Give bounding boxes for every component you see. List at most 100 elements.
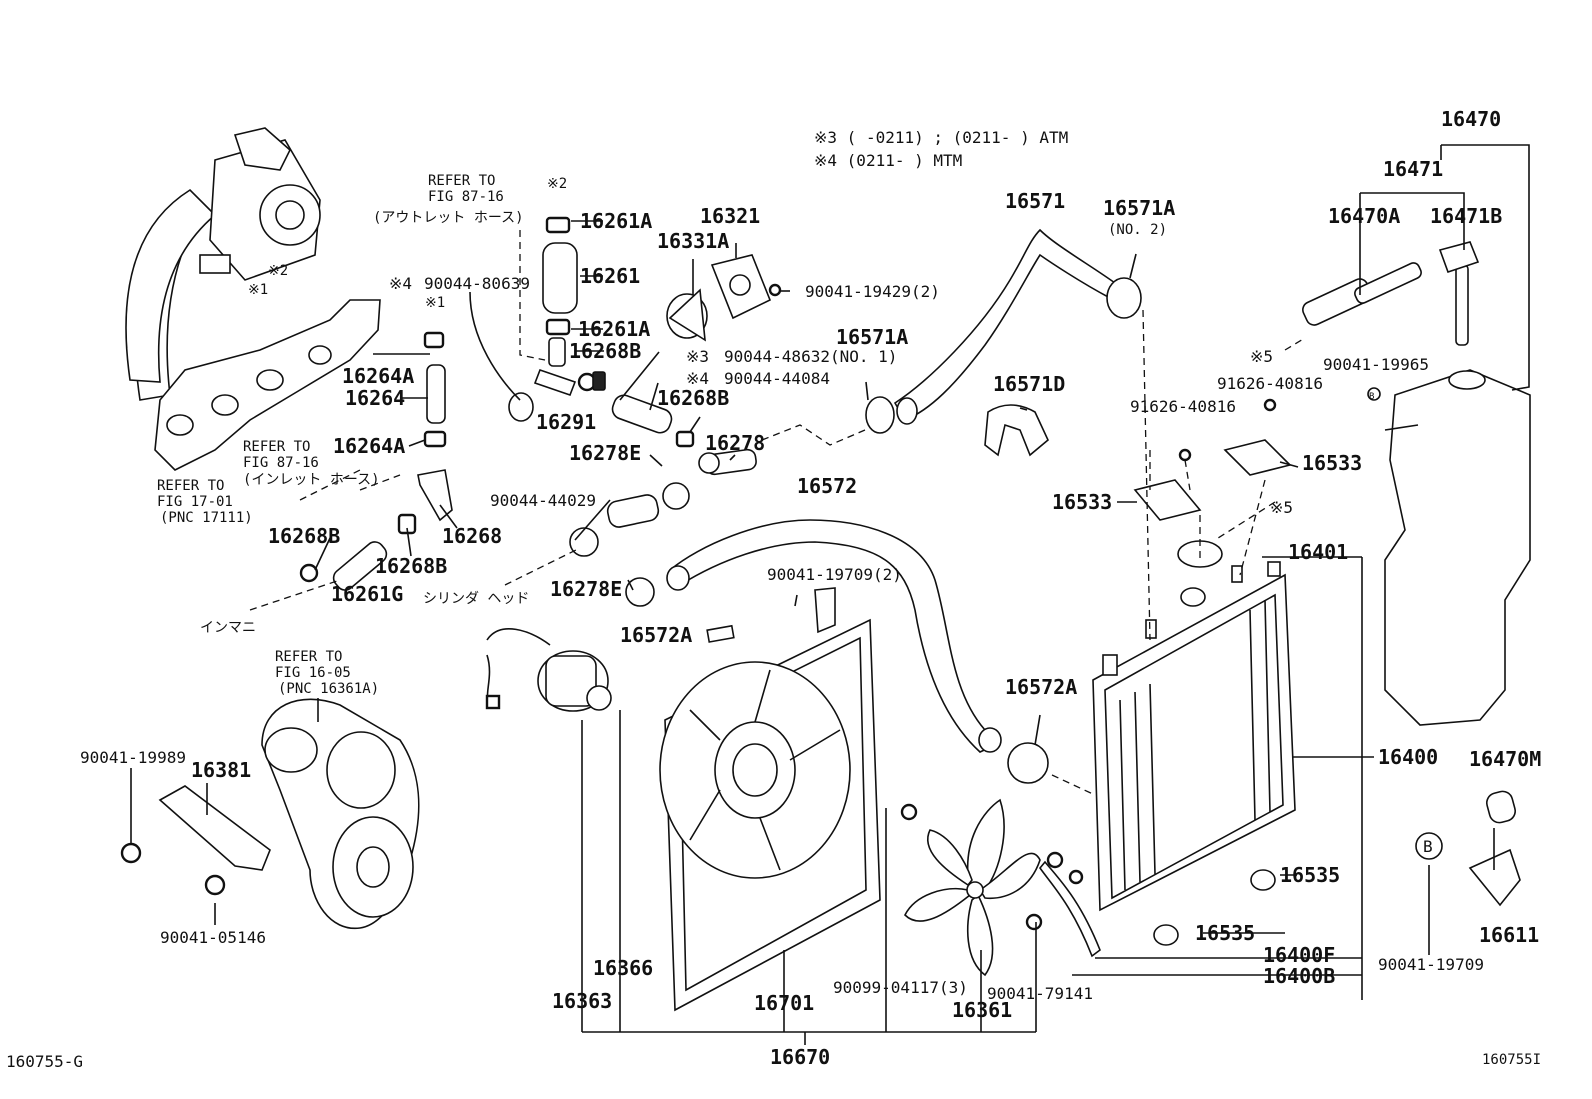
label-90041-79141: 90041-79141 <box>987 984 1093 1003</box>
label-90044-80639: 90044-80639 <box>424 274 530 293</box>
label-16261A-1: 16261A <box>580 209 652 233</box>
label-16363: 16363 <box>552 989 612 1013</box>
word-cylinder-head: シリンダ ヘッド <box>423 591 529 607</box>
label-16278E-2: 16278E <box>550 577 622 601</box>
label-16533-a: 16533 <box>1302 451 1362 475</box>
label-90099-04117: 90099-04117(3) <box>833 978 968 997</box>
ref-4-line-c: (PNC 16361A) <box>278 681 379 697</box>
note-4: ※4 (0211- ) MTM <box>814 151 962 170</box>
notes-and-references: ※3 ( -0211) ; (0211- ) ATM ※4 (0211- ) M… <box>6 128 1541 1071</box>
label-90041-19709: 90041-19709 <box>1378 955 1484 974</box>
ref-3-line-a: REFER TO <box>157 478 224 494</box>
label-16571: 16571 <box>1005 189 1065 213</box>
note-3: ※3 ( -0211) ; (0211- ) ATM <box>814 128 1068 147</box>
label-90041-19709-2: 90041-19709(2) <box>767 565 902 584</box>
mark-s2a: ※2 <box>268 263 288 279</box>
label-16331A: 16331A <box>657 229 729 253</box>
label-16264A-1: 16264A <box>342 364 414 388</box>
ref-2-line-b: FIG 87-16 <box>243 455 319 471</box>
leader-lines <box>130 144 1530 1045</box>
label-16701: 16701 <box>754 991 814 1015</box>
label-16268B-2: 16268B <box>657 386 729 410</box>
label-16261G: 16261G <box>331 582 403 606</box>
reservoir-tank-drawing <box>1302 241 1531 907</box>
mark-small-b: B <box>1369 392 1374 402</box>
label-16268B-1: 16268B <box>569 339 641 363</box>
label-90044-48632: 90044-48632(NO. 1) <box>724 347 897 366</box>
label-16572A-2: 16572A <box>1005 675 1077 699</box>
label-16264A-2: 16264A <box>333 434 405 458</box>
belt-pulley-assembly <box>120 698 420 929</box>
label-91626-40816-a: 91626-40816 <box>1217 374 1323 393</box>
label-16571A-mid: 16571A <box>836 325 908 349</box>
ref-1-line-b: FIG 87-16 <box>428 189 504 205</box>
label-90041-19989: 90041-19989 <box>80 748 186 767</box>
ref-2-line-a: REFER TO <box>243 439 310 455</box>
label-16535-b: 16535 <box>1195 921 1255 945</box>
label-16261: 16261 <box>580 264 640 288</box>
mark-s4b: ※4 <box>389 274 412 293</box>
mark-s3: ※3 <box>686 347 709 366</box>
part-labels: 16470 16471 16470A 16471B 16571 16571A (… <box>80 107 1541 1069</box>
label-16278E-1: 16278E <box>569 441 641 465</box>
label-16261A-2: 16261A <box>578 317 650 341</box>
radiator-drawing <box>1038 540 1296 958</box>
label-16401: 16401 <box>1288 540 1348 564</box>
fan-shroud-drawing <box>659 587 881 1012</box>
label-16268B-3: 16268B <box>268 524 340 548</box>
label-16670: 16670 <box>770 1045 830 1069</box>
ref-4-line-b: FIG 16-05 <box>275 665 351 681</box>
engine-housing-drawing <box>125 127 381 471</box>
bypass-pipe-parts <box>299 331 453 591</box>
diagram-id-right: 160755I <box>1482 1052 1541 1068</box>
label-16381: 16381 <box>191 758 251 782</box>
mark-circle-b: B <box>1423 837 1433 856</box>
ref-3-line-c: (PNC 17111) <box>160 510 253 526</box>
label-16470A: 16470A <box>1328 204 1400 228</box>
radiator-hoses <box>666 228 1142 784</box>
radiator-brackets <box>1133 398 1292 521</box>
label-16572: 16572 <box>797 474 857 498</box>
label-16321: 16321 <box>700 204 760 228</box>
label-91626-40816-b: 91626-40816 <box>1130 397 1236 416</box>
mark-s5a: ※5 <box>1250 347 1273 366</box>
label-90041-19965: 90041-19965 <box>1323 355 1429 374</box>
label-16400B: 16400B <box>1263 964 1335 988</box>
label-16268B-4: 16268B <box>375 554 447 578</box>
label-16361: 16361 <box>952 998 1012 1022</box>
label-90041-05146: 90041-05146 <box>160 928 266 947</box>
label-16264: 16264 <box>345 386 405 410</box>
label-16533-b: 16533 <box>1052 490 1112 514</box>
mark-s2b: ※2 <box>547 176 567 192</box>
label-16471: 16471 <box>1383 157 1443 181</box>
label-16571A-top: 16571A <box>1103 196 1175 220</box>
circle-b-marker <box>1415 832 1443 860</box>
label-16278: 16278 <box>705 431 765 455</box>
label-16400: 16400 <box>1378 745 1438 769</box>
label-16572A-1: 16572A <box>620 623 692 647</box>
mark-s1a: ※1 <box>248 282 268 298</box>
label-16366: 16366 <box>593 956 653 980</box>
label-16571D: 16571D <box>993 372 1065 396</box>
label-16291: 16291 <box>536 410 596 434</box>
label-16268: 16268 <box>442 524 502 548</box>
label-16471B: 16471B <box>1430 204 1502 228</box>
label-90044-44029: 90044-44029 <box>490 491 596 510</box>
fan-blade-drawing <box>900 798 1043 977</box>
ref-1-line-c: (アウトレット ホース) <box>373 210 524 226</box>
label-16470: 16470 <box>1441 107 1501 131</box>
mark-s4a: ※4 <box>686 369 709 388</box>
label-16470M: 16470M <box>1469 747 1541 771</box>
label-16611: 16611 <box>1479 923 1539 947</box>
label-16535-a: 16535 <box>1280 863 1340 887</box>
ref-1-line-a: REFER TO <box>428 173 495 189</box>
label-16400F: 16400F <box>1263 943 1335 967</box>
ref-2-line-c: (インレット ホース) <box>243 472 380 488</box>
label-90044-44084: 90044-44084 <box>724 369 830 388</box>
diagram-id-left: 160755-G <box>6 1052 83 1071</box>
thermostat-hose-assembly <box>508 216 782 607</box>
ref-3-line-b: FIG 17-01 <box>157 494 233 510</box>
word-intake: インマニ <box>200 620 256 636</box>
ref-4-line-a: REFER TO <box>275 649 342 665</box>
